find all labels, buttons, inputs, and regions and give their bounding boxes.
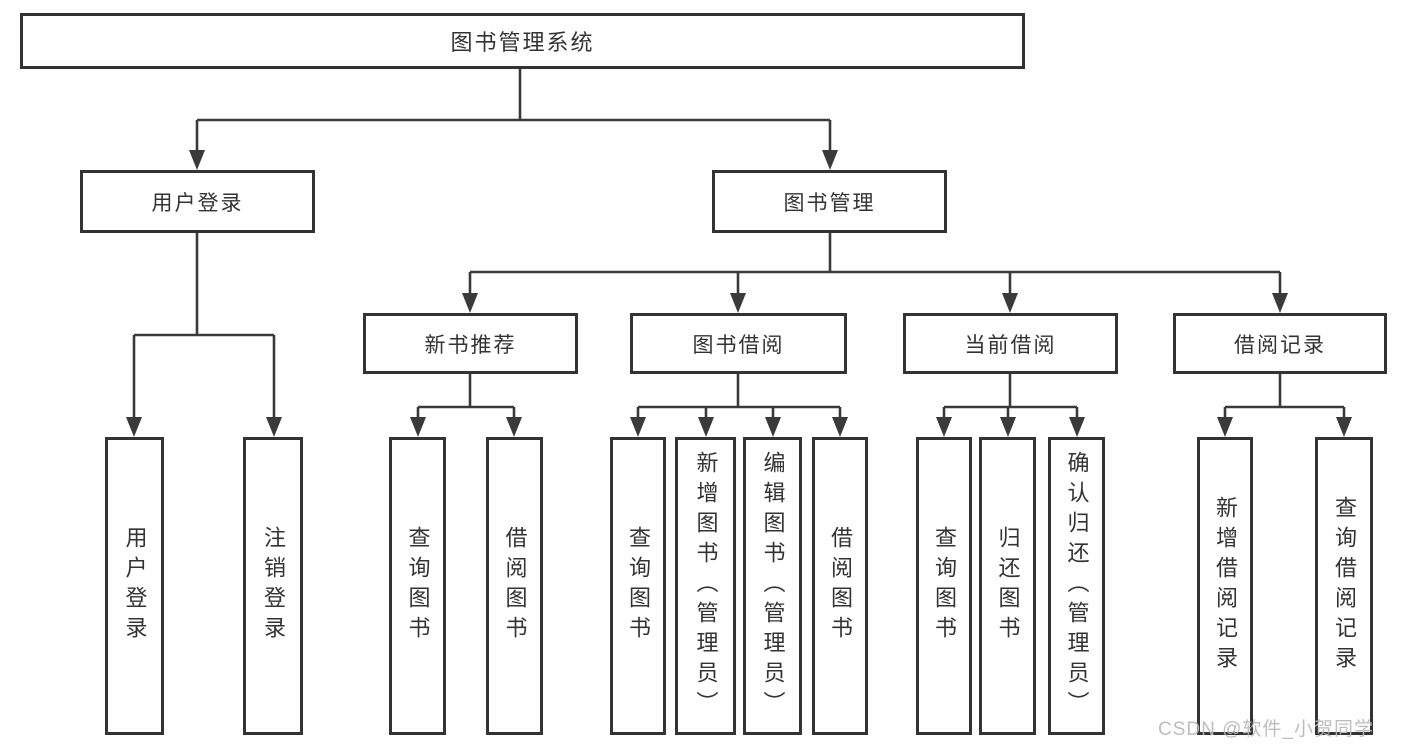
node-root-book-management-system: 图书管理系统 bbox=[20, 13, 1025, 69]
leaf-logout: 注销登录 bbox=[243, 437, 303, 735]
csdn-watermark: CSDN @软件_小贺同学 bbox=[1158, 719, 1374, 740]
node-current-borrow: 当前借阅 bbox=[903, 313, 1118, 374]
node-book-borrow: 图书借阅 bbox=[630, 313, 847, 374]
leaf-borrow-books: 借阅图书 bbox=[812, 437, 868, 735]
node-borrow-records: 借阅记录 bbox=[1173, 313, 1387, 374]
leaf-confirm-return-admin: 确认归还（管理员） bbox=[1048, 437, 1105, 735]
leaf-query-books-current: 查询图书 bbox=[916, 437, 972, 735]
leaf-return-books: 归还图书 bbox=[979, 437, 1036, 735]
leaf-add-borrow-record: 新增借阅记录 bbox=[1197, 437, 1253, 735]
leaf-add-books-admin: 新增图书（管理员） bbox=[675, 437, 736, 735]
node-new-book-recommend: 新书推荐 bbox=[363, 313, 578, 374]
leaf-user-login: 用户登录 bbox=[105, 437, 164, 735]
leaf-query-books-recommend: 查询图书 bbox=[389, 437, 446, 735]
leaf-borrow-books-recommend: 借阅图书 bbox=[486, 437, 543, 735]
arrowheads bbox=[126, 150, 1352, 437]
leaf-edit-books-admin: 编辑图书（管理员） bbox=[743, 437, 802, 735]
leaf-query-borrow-record: 查询借阅记录 bbox=[1315, 437, 1373, 735]
leaf-query-books-borrow: 查询图书 bbox=[610, 437, 666, 735]
node-book-management: 图书管理 bbox=[712, 170, 947, 233]
node-user-login: 用户登录 bbox=[80, 170, 315, 233]
